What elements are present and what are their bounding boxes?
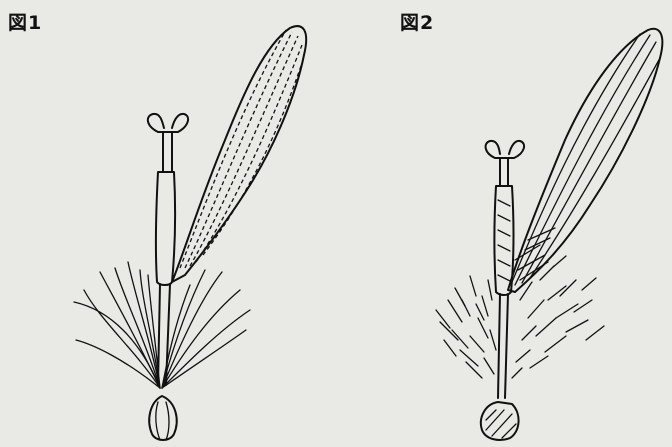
fig2-petal-vein (530, 58, 660, 278)
fig2-petal-vein (522, 42, 656, 283)
fig1-petal (172, 26, 306, 282)
fig2-achene (481, 402, 519, 440)
fig1-petal-vein (196, 45, 302, 262)
fig1-petal-vein (190, 36, 298, 266)
fig2-style (500, 158, 508, 186)
fig2-petal-vein (512, 34, 640, 282)
fig2-stigma (486, 141, 525, 158)
fig2-stalk (498, 294, 508, 398)
fig1-petal-vein (185, 32, 292, 268)
figure-2-drawing (436, 29, 662, 440)
fig1-stamen (156, 172, 175, 285)
fig1-achene (149, 396, 176, 440)
fig1-stigma (148, 114, 188, 132)
fig2-stamen-hatch (498, 200, 510, 281)
fig1-achene-line (156, 402, 169, 440)
fig1-stalk (158, 284, 170, 385)
fig2-achene-hatch (486, 410, 516, 438)
fig1-pappus (74, 262, 250, 388)
fig1-style (163, 132, 172, 172)
figure-1-drawing (74, 26, 306, 440)
